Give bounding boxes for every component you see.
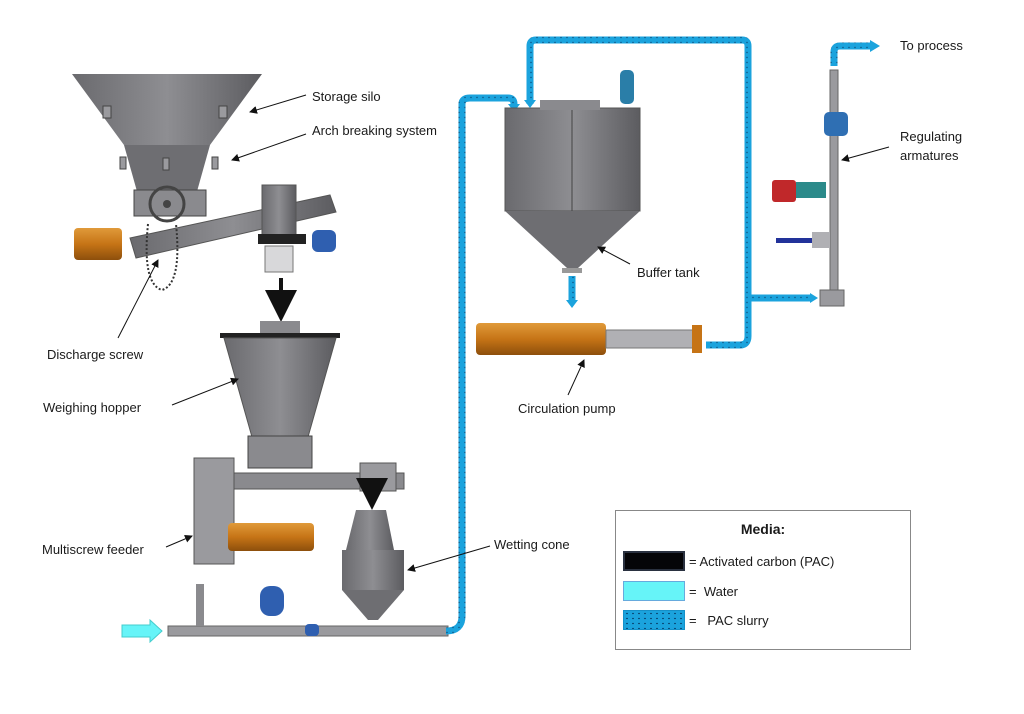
water-valve-actuator [260, 586, 284, 616]
label-buffer-tank: Buffer tank [637, 265, 700, 280]
label-circulation-pump: Circulation pump [518, 401, 616, 416]
label-regulating-1: Regulating [900, 129, 962, 144]
slurry-line-to-buffer [445, 94, 518, 635]
feeder-motor [228, 523, 314, 551]
label-to-process: To process [900, 38, 963, 53]
manual-valve-handle [776, 238, 812, 243]
legend-item-water: = Water [623, 581, 738, 601]
legend-label-water: = Water [689, 583, 739, 599]
discharge-screw [74, 184, 337, 292]
wetting-cone [342, 510, 404, 620]
legend-swatch-water [623, 581, 685, 601]
label-discharge-screw: Discharge screw [47, 347, 144, 362]
label-storage-silo: Storage silo [312, 89, 381, 104]
media-legend: Media: = Activated carbon (PAC) = Water … [615, 510, 911, 650]
legend-title: Media: [740, 521, 786, 537]
label-wetting-cone: Wetting cone [494, 537, 570, 552]
flow-meter [824, 112, 848, 136]
slurry-line-to-process [830, 42, 870, 66]
arch-breaking-nozzles [102, 105, 228, 171]
label-weighing-hopper: Weighing hopper [43, 400, 142, 415]
level-sensor [620, 70, 634, 104]
weighing-hopper [220, 321, 340, 469]
label-multiscrew-feeder: Multiscrew feeder [42, 542, 145, 557]
control-valve-actuator [772, 180, 796, 202]
legend-swatch-pac [623, 551, 685, 571]
slide-valve-actuator [312, 230, 336, 252]
label-arch-breaking: Arch breaking system [312, 123, 437, 138]
circulation-loop [526, 36, 752, 349]
legend-item-pac: = Activated carbon (PAC) [623, 551, 834, 571]
label-leaders [117, 94, 890, 572]
buffer-tank [504, 70, 641, 273]
legend-item-slurry: = PAC slurry [623, 610, 769, 630]
legend-label-slurry: = PAC slurry [689, 612, 769, 628]
circulation-pump [476, 323, 702, 355]
storage-silo [72, 74, 262, 223]
water-inlet-arrow [121, 618, 163, 644]
regulating-armatures [772, 69, 848, 307]
legend-label-pac: = Activated carbon (PAC) [689, 553, 835, 569]
legend-swatch-slurry [623, 610, 685, 630]
screw-motor [74, 228, 122, 260]
water-inlet-line [167, 584, 449, 637]
label-regulating-2: armatures [900, 148, 959, 163]
